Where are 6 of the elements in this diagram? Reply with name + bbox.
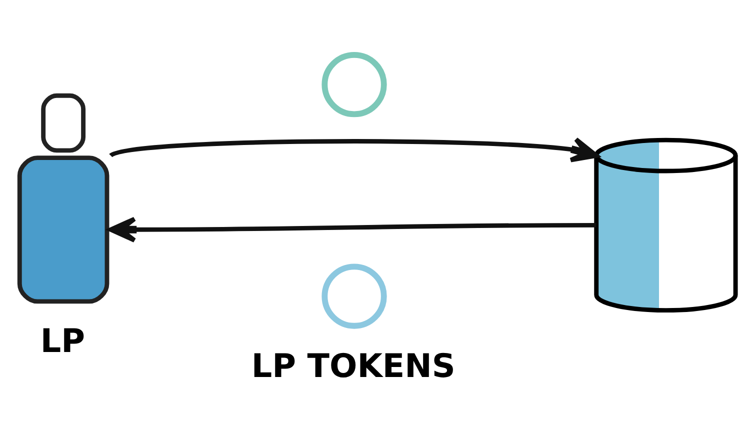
arrow [108,216,596,242]
node-circle [322,51,387,117]
node-label: LP TOKENS [251,346,456,385]
node-label: LP [40,321,85,360]
arrow [110,136,599,162]
node-circle [322,263,387,328]
